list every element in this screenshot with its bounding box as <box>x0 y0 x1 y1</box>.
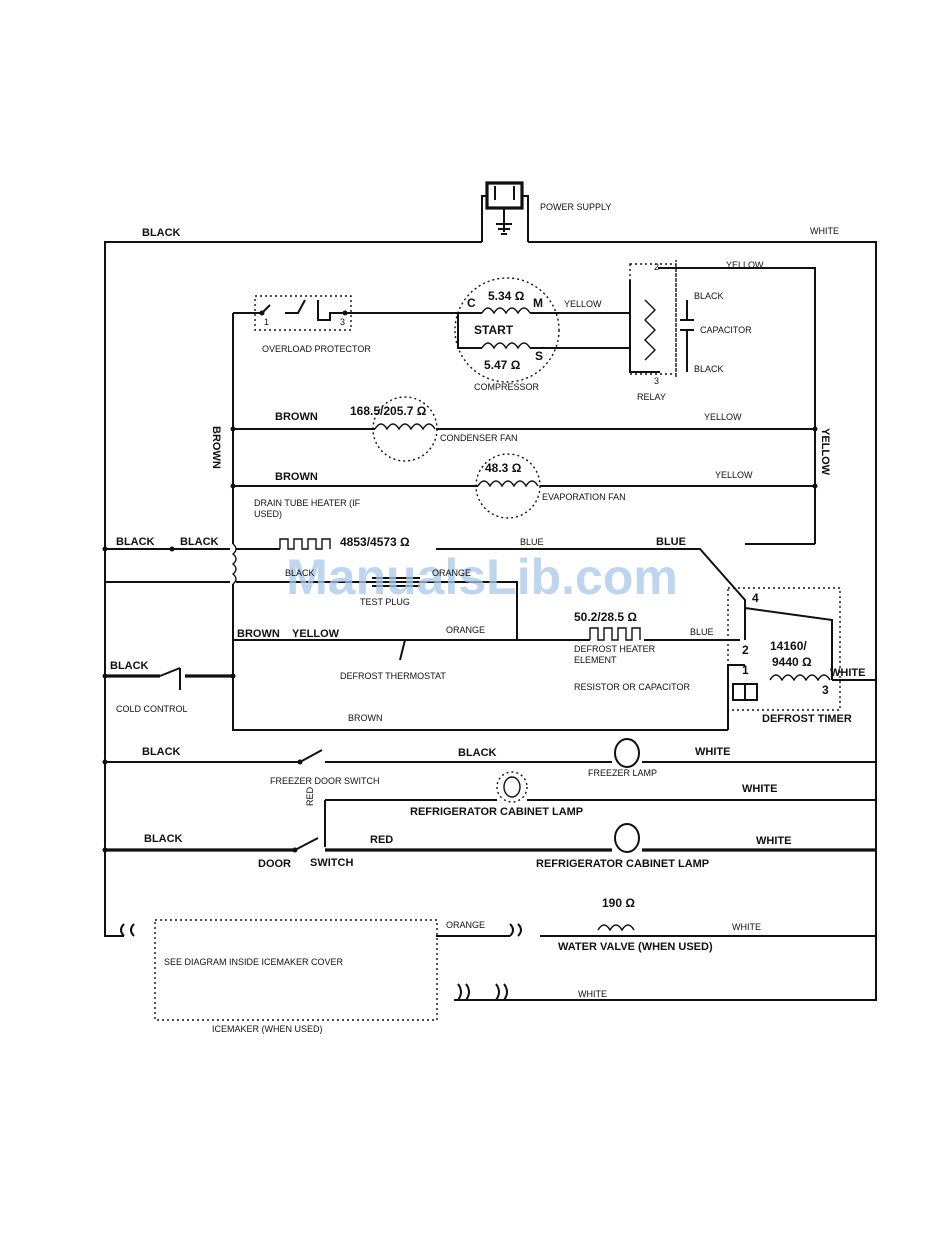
wire-white-cab2: WHITE <box>756 835 791 847</box>
wire-labels: POWER SUPPLY BLACK WHITE YELLOW YELLOW B… <box>110 202 865 999</box>
watermark: ManualsLib.com <box>286 549 678 605</box>
compressor-c: C <box>467 296 476 310</box>
icemaker-note: SEE DIAGRAM INSIDE ICEMAKER COVER <box>164 957 344 967</box>
wire-white-fz: WHITE <box>695 746 730 758</box>
overload-protector-label: OVERLOAD PROTECTOR <box>262 344 371 354</box>
icemaker-label: ICEMAKER (WHEN USED) <box>212 1024 323 1034</box>
defrost-timer-label: DEFROST TIMER <box>762 713 852 725</box>
power-supply-label: POWER SUPPLY <box>540 202 611 212</box>
defrost-timer-pin2: 2 <box>742 643 749 657</box>
condenser-fan-ohm: 168.5/205.7 Ω <box>350 404 427 418</box>
defrost-heater-ohm: 50.2/28.5 Ω <box>574 610 637 624</box>
wire-yellow-cond: YELLOW <box>704 412 742 422</box>
compressor-start-label: START <box>474 323 514 337</box>
defrost-timer-ohm-a: 14160/ <box>770 639 807 653</box>
defrost-thermostat-label: DEFROST THERMOSTAT <box>340 671 446 681</box>
test-plug-label: TEST PLUG <box>360 597 410 607</box>
wire-orange-pl: ORANGE <box>432 568 471 578</box>
wire-blue1: BLUE <box>520 537 544 547</box>
wire-black-door: BLACK <box>144 833 183 845</box>
wire-yellow-relay: YELLOW <box>726 260 764 270</box>
condenser-fan-label: CONDENSER FAN <box>440 433 518 443</box>
wire-brown-therm: BROWN <box>237 628 280 640</box>
wire-orange-therm: ORANGE <box>446 625 485 635</box>
water-valve-ohm: 190 Ω <box>602 896 635 910</box>
drain-heater-fo: DRAIN TUBE HEATER (IF USED) <box>254 498 361 519</box>
wire-black-fz1: BLACK <box>142 746 181 758</box>
wire-white-top: WHITE <box>810 226 839 236</box>
relay-pin3: 3 <box>654 376 659 386</box>
wire-white-cab1: WHITE <box>742 783 777 795</box>
wire-black-left2: BLACK <box>180 536 219 548</box>
wire-brown-evap: BROWN <box>275 471 318 483</box>
relay-label: RELAY <box>637 392 666 402</box>
wire-black-left1: BLACK <box>116 536 155 548</box>
wire-red-vertical: RED <box>305 786 315 806</box>
compressor-label: COMPRESSOR <box>474 382 540 392</box>
wire-yellow-vertical: YELLOW <box>819 428 831 476</box>
wire-orange-valve: ORANGE <box>446 920 485 930</box>
overload-pin1: 1 <box>264 317 269 327</box>
defrost-heater-fo: DEFROST HEATER ELEMENT <box>574 644 656 665</box>
wire-white-ice: WHITE <box>578 989 607 999</box>
drain-heater-label: DRAIN TUBE HEATER (IF USED) <box>254 498 361 519</box>
water-valve-label: WATER VALVE (WHEN USED) <box>558 941 713 953</box>
wire-brown-cond: BROWN <box>275 411 318 423</box>
defrost-timer-pin3: 3 <box>822 683 829 697</box>
wire-black-pl: BLACK <box>285 568 315 578</box>
wire-white-valve: WHITE <box>732 922 761 932</box>
overload-pin3: 3 <box>340 317 345 327</box>
wire-yellow-comp: YELLOW <box>564 299 602 309</box>
capacitor-label: CAPACITOR <box>700 325 752 335</box>
cabinet-lamp1-label: REFRIGERATOR CABINET LAMP <box>410 806 583 818</box>
component-symbols <box>102 299 833 1001</box>
defrost-heater-label: DEFROST HEATER ELEMENT <box>574 644 656 665</box>
drain-heater-ohm: 4853/4573 Ω <box>340 535 410 549</box>
wire-yellow-therm: YELLOW <box>292 628 340 640</box>
wire-blue2: BLUE <box>656 536 686 548</box>
defrost-timer-pin1: 1 <box>742 663 749 677</box>
cold-control-label: COLD CONTROL <box>116 704 188 714</box>
wire-blue3: BLUE <box>690 627 714 637</box>
compressor-start-ohm: 5.47 Ω <box>484 358 521 372</box>
wire-yellow-evap: YELLOW <box>715 470 753 480</box>
wire-black-relay-bot: BLACK <box>694 364 724 374</box>
wire-black-top: BLACK <box>142 227 181 239</box>
resistor-capacitor-note: RESISTOR OR CAPACITOR <box>574 682 691 692</box>
wire-red-door: RED <box>370 834 393 846</box>
wire-black-fz2: BLACK <box>458 747 497 759</box>
wire-white-timer: WHITE <box>830 667 865 679</box>
compressor-m: M <box>533 296 543 310</box>
cabinet-lamp2-label: REFRIGERATOR CABINET LAMP <box>536 858 709 870</box>
defrost-timer-pin4: 4 <box>752 591 759 605</box>
evaporator-fan-ohm: 48.3 Ω <box>485 461 522 475</box>
evaporator-fan-label: EVAPORATION FAN <box>542 492 626 502</box>
wire-brown-vertical: BROWN <box>210 426 222 469</box>
defrost-timer-ohm-b: 9440 Ω <box>772 655 812 669</box>
relay-pin2: 2 <box>654 262 659 272</box>
compressor-s: S <box>535 349 543 363</box>
wire-brown-bottom: BROWN <box>348 713 383 723</box>
wire-black-relay-top: BLACK <box>694 291 724 301</box>
switch-label: SWITCH <box>310 857 353 869</box>
wire-black-cold: BLACK <box>110 660 149 672</box>
component-labels: 1 3 OVERLOAD PROTECTOR 5.34 Ω START 5.47… <box>116 262 852 1034</box>
door-label: DOOR <box>258 858 291 870</box>
freezer-door-switch-label: FREEZER DOOR SWITCH <box>270 776 380 786</box>
enclosures <box>154 260 841 1021</box>
compressor-run-ohm: 5.34 Ω <box>488 289 525 303</box>
freezer-lamp-label: FREEZER LAMP <box>588 768 657 778</box>
